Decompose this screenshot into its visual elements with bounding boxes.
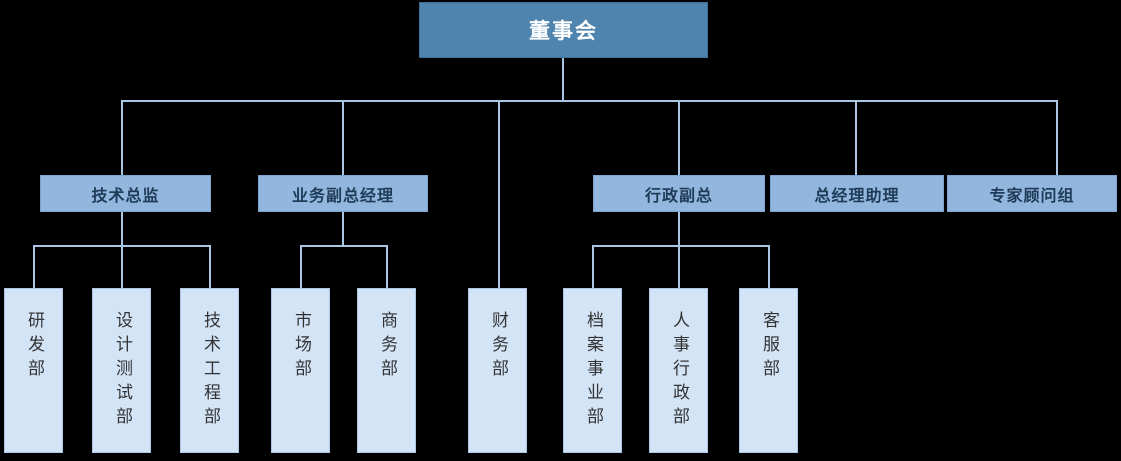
node-design-test-dept[interactable]: 设计测试部 <box>92 288 151 453</box>
node-business-vp[interactable]: 业务副总经理 <box>258 175 428 212</box>
connector-bus-admin-vp <box>592 245 770 247</box>
connector-drop-admin-vp <box>678 100 680 175</box>
node-commerce-dept[interactable]: 商务部 <box>357 288 416 453</box>
connector-root-stem <box>562 58 564 102</box>
connector-drop-design-test-dept <box>121 245 123 288</box>
node-label: 客服部 <box>759 311 779 383</box>
connector-drop-customer-service-dept <box>768 245 770 288</box>
connector-drop-market-dept <box>300 245 302 288</box>
connector-stem-tech-director <box>121 211 123 247</box>
connector-drop-tech-director <box>121 100 123 175</box>
connector-drop-expert-group <box>1056 100 1058 175</box>
connector-stem-business-vp <box>342 211 344 247</box>
connector-level2-bus <box>121 100 1057 102</box>
node-label: 市场部 <box>291 311 311 383</box>
connector-drop-finance-dept <box>498 100 500 288</box>
node-label: 专家顾问组 <box>989 185 1075 205</box>
connector-drop-business-vp <box>342 100 344 175</box>
connector-bus-business-vp <box>300 245 388 247</box>
node-finance-dept[interactable]: 财务部 <box>468 288 527 453</box>
node-label: 财务部 <box>488 311 508 383</box>
node-market-dept[interactable]: 市场部 <box>271 288 330 453</box>
connector-drop-hr-admin-dept <box>678 245 680 288</box>
connector-drop-archive-dept <box>592 245 594 288</box>
node-label: 行政副总 <box>644 185 713 205</box>
node-label: 研发部 <box>24 311 44 383</box>
node-tech-eng-dept[interactable]: 技术工程部 <box>180 288 239 453</box>
connector-drop-commerce-dept <box>386 245 388 288</box>
connector-drop-rd-dept <box>33 245 35 288</box>
connector-drop-gm-assistant <box>855 100 857 175</box>
node-label: 总经理助理 <box>814 185 900 205</box>
node-expert-advisory-group[interactable]: 专家顾问组 <box>947 175 1117 212</box>
node-rd-dept[interactable]: 研发部 <box>4 288 63 453</box>
node-label: 业务副总经理 <box>291 185 394 205</box>
node-label: 董事会 <box>529 19 598 43</box>
connector-stem-admin-vp <box>678 211 680 247</box>
node-archive-dept[interactable]: 档案事业部 <box>563 288 622 453</box>
node-gm-assistant[interactable]: 总经理助理 <box>770 175 944 212</box>
connector-drop-tech-eng-dept <box>209 245 211 288</box>
node-label: 技术总监 <box>91 185 160 205</box>
node-board-of-directors[interactable]: 董事会 <box>419 2 708 58</box>
node-label: 商务部 <box>377 311 397 383</box>
node-admin-vp[interactable]: 行政副总 <box>593 175 765 212</box>
node-label: 设计测试部 <box>112 311 132 431</box>
node-hr-admin-dept[interactable]: 人事行政部 <box>649 288 708 453</box>
node-label: 档案事业部 <box>583 311 603 431</box>
node-label: 技术工程部 <box>200 311 220 431</box>
node-label: 人事行政部 <box>669 311 689 431</box>
node-tech-director[interactable]: 技术总监 <box>40 175 211 212</box>
node-customer-service-dept[interactable]: 客服部 <box>739 288 798 453</box>
